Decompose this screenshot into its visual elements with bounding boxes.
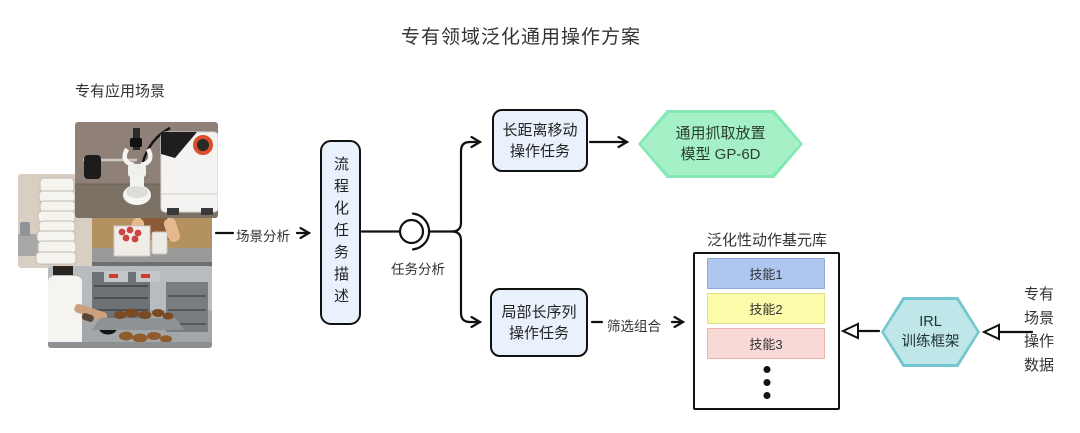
skill-row-3: 技能3 (707, 328, 825, 359)
library-box: 技能1 技能2 技能3 (693, 252, 840, 410)
open-arrowhead-library (840, 322, 859, 340)
library-title: 泛化性动作基元库 (706, 232, 828, 249)
irl-label: IRL 训练框架 (901, 314, 960, 350)
process-box-label: 流程化任务描述 (332, 155, 349, 310)
branch-top-connector (450, 142, 480, 233)
node-process-task-description: 流程化任务描述 (320, 140, 361, 325)
node-local-sequence-task: 局部长序列 操作任务 (490, 288, 588, 357)
diagram-title: 专有领域泛化通用操作方案 (400, 27, 642, 48)
photo-chef-trays (48, 266, 212, 348)
task-split-arc-icon (411, 212, 431, 251)
scene-analysis-label: 场景分析 (236, 229, 290, 244)
skill-3-label: 技能3 (749, 337, 783, 352)
node-long-distance-task: 长距离移动 操作任务 (492, 109, 588, 172)
hexagon-gp6d-model: 通用抓取放置 模型 GP-6D (638, 110, 803, 178)
skill-row-2: 技能2 (707, 293, 825, 324)
node-local-label: 局部长序列 操作任务 (501, 303, 577, 342)
photo-robot-toilet (75, 122, 218, 218)
task-analysis-label: 任务分析 (391, 262, 445, 277)
skill-row-1: 技能1 (707, 258, 825, 289)
skill-1-label: 技能1 (749, 267, 783, 282)
branch-bottom-connector (450, 230, 480, 323)
skill-2-label: 技能2 (749, 302, 783, 317)
photo-chef-trays-art (48, 266, 212, 348)
photo-robot-toilet-art (75, 122, 218, 218)
hexagon-irl-framework: IRL 训练框架 (881, 297, 980, 367)
gp6d-label: 通用抓取放置 模型 GP-6D (675, 125, 766, 163)
node-long-label: 长距离移动 操作任务 (502, 121, 578, 160)
ellipsis-dots-icon (763, 366, 770, 399)
filter-combine-label: 筛选组合 (607, 319, 661, 334)
scene-collage-label: 专有应用场景 (75, 83, 166, 100)
open-arrowhead-irl (981, 323, 1000, 341)
task-split-circle-icon (398, 218, 425, 245)
data-source-text: 专有 场景 操作 数据 (1023, 286, 1054, 374)
